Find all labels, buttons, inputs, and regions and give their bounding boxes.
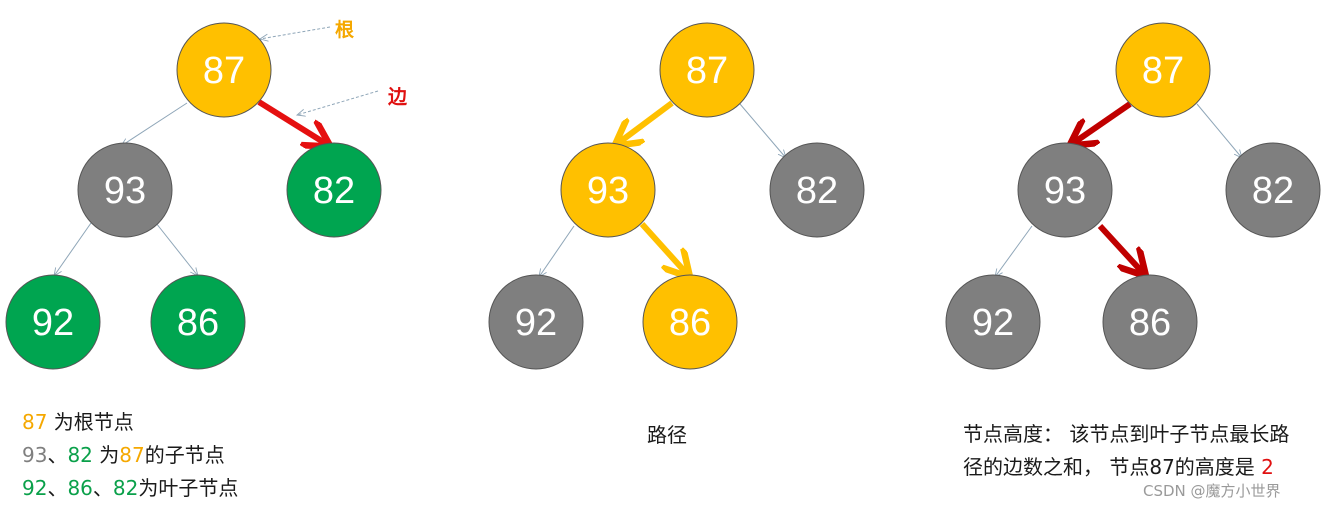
- edge-87-93-path: [617, 100, 674, 144]
- value-87: 87: [22, 410, 48, 434]
- node-87-root: 87: [176, 22, 272, 118]
- svg-text:93: 93: [1044, 170, 1086, 212]
- node-93: 93: [560, 142, 656, 238]
- edge-87-82: [739, 103, 786, 158]
- node-86: 86: [642, 274, 738, 370]
- caption-text: 为叶子节点: [138, 476, 239, 500]
- edge-93-86: [155, 222, 198, 276]
- caption-right-line1: 节点高度： 该节点到叶子节点最长路: [963, 422, 1290, 446]
- svg-text:87: 87: [1142, 50, 1184, 92]
- value-82: 82: [67, 443, 93, 467]
- root-annotation-label: 根: [335, 18, 354, 41]
- value-87: 87: [119, 443, 145, 467]
- node-87-root: 87: [1115, 22, 1211, 118]
- caption-right-line2: 径的边数之和， 节点87的高度是 2: [963, 451, 1289, 484]
- edge-93-92: [995, 225, 1033, 277]
- node-86: 86: [150, 274, 246, 370]
- edge-93-86-path: [639, 221, 688, 275]
- separator: 、: [47, 443, 68, 467]
- caption-text: 径的边数之和， 节点87的高度是: [963, 455, 1262, 479]
- caption-right: 节点高度： 该节点到叶子节点最长路 径的边数之和， 节点87的高度是 2: [963, 418, 1289, 484]
- svg-text:82: 82: [796, 170, 838, 212]
- watermark: CSDN @魔方小世界: [1143, 482, 1281, 500]
- edge-annotation-label: 边: [387, 86, 408, 108]
- svg-text:92: 92: [972, 302, 1014, 344]
- svg-text:93: 93: [587, 170, 629, 212]
- edge-annotation-arrow: [297, 90, 379, 115]
- caption-text: 的子节点: [144, 443, 225, 467]
- caption-text: 为: [92, 443, 120, 467]
- caption-path-label: 路径: [647, 423, 687, 447]
- svg-text:82: 82: [1252, 170, 1294, 212]
- node-92: 92: [945, 274, 1041, 370]
- caption-left-line2: 93、82 为87的子节点: [22, 439, 238, 472]
- node-92: 92: [488, 274, 584, 370]
- height-value: 2: [1261, 455, 1274, 479]
- svg-text:92: 92: [32, 302, 74, 344]
- edge-87-82-highlight: [257, 99, 328, 145]
- node-93: 93: [77, 142, 173, 238]
- edge-93-92: [54, 222, 92, 276]
- edge-93-92: [539, 225, 575, 277]
- svg-text:86: 86: [177, 302, 219, 344]
- separator: 、: [47, 476, 68, 500]
- svg-text:86: 86: [669, 302, 711, 344]
- node-86: 86: [1102, 274, 1198, 370]
- value-92: 92: [22, 476, 48, 500]
- svg-text:93: 93: [104, 170, 146, 212]
- tree-middle: 87 93 82 92 86: [488, 22, 865, 370]
- caption-text: 为根节点: [47, 410, 134, 434]
- node-82: 82: [1225, 142, 1321, 238]
- svg-text:82: 82: [313, 170, 355, 212]
- svg-text:92: 92: [515, 302, 557, 344]
- node-82: 82: [286, 142, 382, 238]
- value-93: 93: [22, 443, 48, 467]
- value-82: 82: [112, 476, 139, 500]
- caption-middle: 路径: [647, 419, 687, 452]
- value-86: 86: [67, 476, 93, 500]
- edge-87-93: [121, 102, 188, 146]
- node-87-root: 87: [659, 22, 755, 118]
- node-82: 82: [769, 142, 865, 238]
- edge-87-93-height: [1072, 101, 1132, 144]
- caption-left: 87 为根节点 93、82 为87的子节点 92、86、82为叶子节点: [22, 406, 238, 505]
- tree-right: 87 93 82 92 86: [945, 22, 1321, 370]
- caption-left-line3: 92、86、82为叶子节点: [22, 472, 238, 505]
- caption-left-line1: 87 为根节点: [22, 406, 238, 439]
- root-annotation-arrow: [260, 26, 331, 39]
- separator: 、: [92, 476, 113, 500]
- svg-text:87: 87: [686, 50, 728, 92]
- tree-left: 根 边 87 93 82 92 86: [5, 18, 408, 370]
- edge-93-86-height: [1097, 223, 1144, 274]
- node-92: 92: [5, 274, 101, 370]
- svg-text:87: 87: [203, 50, 245, 92]
- node-93: 93: [1017, 142, 1113, 238]
- edge-87-82: [1196, 103, 1242, 158]
- svg-text:86: 86: [1129, 302, 1171, 344]
